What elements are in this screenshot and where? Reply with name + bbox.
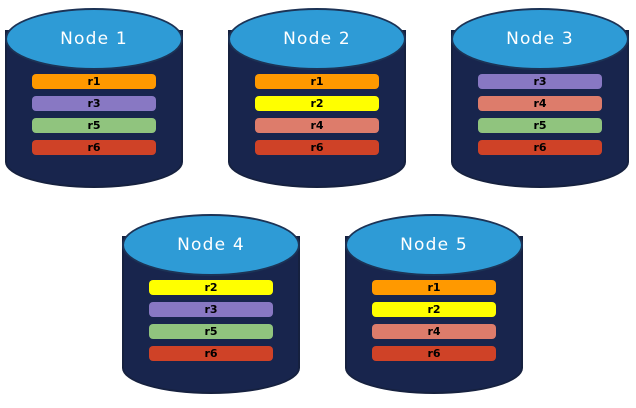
replica-stack: r1 r2 r4 r6 <box>228 70 406 155</box>
replica-bar[interactable]: r6 <box>32 140 156 155</box>
node-label: Node 1 <box>60 29 128 49</box>
node-label: Node 3 <box>506 29 574 49</box>
node-label: Node 5 <box>400 235 468 255</box>
replica-bar[interactable]: r2 <box>255 96 379 111</box>
node-top-ellipse <box>228 8 406 70</box>
replica-stack: r1 r3 r5 r6 <box>5 70 183 155</box>
database-node-cylinder[interactable]: Node 3 r3 r4 r5 r6 <box>451 8 629 188</box>
replica-bar[interactable]: r6 <box>478 140 602 155</box>
replica-bar[interactable]: r1 <box>255 74 379 89</box>
replica-bar[interactable]: r5 <box>149 324 273 339</box>
replica-bar[interactable]: r5 <box>32 118 156 133</box>
node-label: Node 2 <box>283 29 351 49</box>
database-node-cylinder[interactable]: Node 5 r1 r2 r4 r6 <box>345 214 523 394</box>
replica-bar[interactable]: r2 <box>372 302 496 317</box>
replica-bar[interactable]: r6 <box>255 140 379 155</box>
database-node-cylinder[interactable]: Node 4 r2 r3 r5 r6 <box>122 214 300 394</box>
replica-stack: r3 r4 r5 r6 <box>451 70 629 155</box>
replica-bar[interactable]: r3 <box>149 302 273 317</box>
database-node-cylinder[interactable]: Node 2 r1 r2 r4 r6 <box>228 8 406 188</box>
replica-stack: r1 r2 r4 r6 <box>345 276 523 361</box>
node-top-ellipse <box>345 214 523 276</box>
replica-bar[interactable]: r3 <box>32 96 156 111</box>
replica-bar[interactable]: r4 <box>255 118 379 133</box>
database-node-cylinder[interactable]: Node 1 r1 r3 r5 r6 <box>5 8 183 188</box>
replica-bar[interactable]: r2 <box>149 280 273 295</box>
node-top-ellipse <box>122 214 300 276</box>
replica-bar[interactable]: r4 <box>478 96 602 111</box>
replica-stack: r2 r3 r5 r6 <box>122 276 300 361</box>
replica-bar[interactable]: r5 <box>478 118 602 133</box>
replica-bar[interactable]: r6 <box>372 346 496 361</box>
replica-bar[interactable]: r3 <box>478 74 602 89</box>
node-top-ellipse <box>451 8 629 70</box>
replica-bar[interactable]: r6 <box>149 346 273 361</box>
replica-bar[interactable]: r4 <box>372 324 496 339</box>
replica-bar[interactable]: r1 <box>32 74 156 89</box>
replica-bar[interactable]: r1 <box>372 280 496 295</box>
node-top-ellipse <box>5 8 183 70</box>
node-label: Node 4 <box>177 235 245 255</box>
